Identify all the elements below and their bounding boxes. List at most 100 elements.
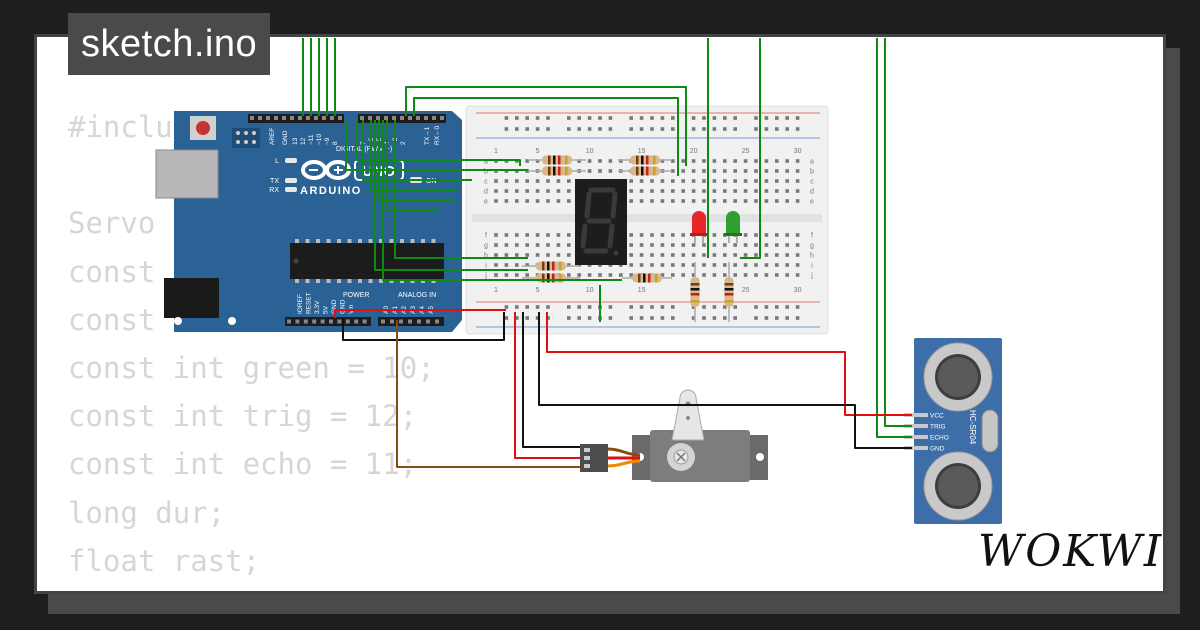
header-pin-holes — [250, 116, 444, 324]
row-label: a — [484, 159, 488, 166]
code-line: float rast; — [68, 543, 261, 578]
pin-label: 8 — [332, 141, 339, 145]
pin-label: GND — [282, 130, 289, 145]
code-line: Servo — [68, 206, 156, 241]
microcontroller-chip — [290, 243, 444, 279]
row-label: d — [810, 189, 814, 196]
black-wires — [342, 312, 912, 449]
onboard-led — [285, 187, 297, 192]
led-green — [724, 211, 742, 243]
row-label: i — [485, 263, 487, 270]
row-label: c — [810, 179, 814, 186]
code-line: const — [68, 302, 156, 337]
sensor-pin-label: ECHO — [930, 435, 949, 442]
onboard-led — [285, 158, 297, 163]
row-label: f — [811, 233, 813, 240]
power-pin-label: 5V — [323, 305, 330, 314]
code-line: const — [68, 254, 156, 289]
row-label: g — [810, 243, 814, 250]
sensor-pin — [904, 435, 928, 439]
onboard-leds: L TX RX — [269, 158, 297, 194]
code-line: const int green = 10; — [68, 350, 435, 385]
row-label: i — [811, 263, 813, 270]
led-label: TX — [270, 178, 279, 185]
wokwi-brand-logo: WOKWI — [978, 526, 1164, 577]
onboard-led — [285, 178, 297, 183]
pin-label: 2 — [400, 141, 407, 145]
sensor-pin — [904, 446, 928, 450]
power-pin-label: GND — [340, 299, 347, 314]
power-pin-label: IOREF — [297, 294, 304, 314]
row-label: f — [485, 233, 487, 240]
row-label: b — [810, 169, 814, 176]
sensor-pin-label: TRIG — [930, 424, 946, 431]
sensor-pin — [904, 413, 928, 417]
row-label: h — [810, 253, 814, 260]
row-label: e — [810, 199, 814, 206]
pin-label: TX→1 — [424, 126, 431, 145]
column-label: 5 — [536, 287, 540, 294]
column-label: 20 — [690, 148, 698, 155]
led-red — [690, 211, 708, 243]
row-label: j — [810, 273, 813, 280]
resistor — [522, 261, 580, 271]
seven-segment-display — [575, 179, 627, 265]
pin-label: ~10 — [316, 134, 323, 145]
code-line: const int echo = 11; — [68, 447, 418, 482]
row-label: a — [810, 159, 814, 166]
pin-label: ~11 — [308, 134, 315, 145]
code-line: const int trig = 12; — [68, 399, 418, 434]
row-label: b — [484, 169, 488, 176]
pin-label: RX←0 — [434, 125, 441, 145]
row-label: d — [484, 189, 488, 196]
wires — [302, 38, 912, 468]
on-label: ON — [426, 178, 437, 185]
sketch-title: sketch.ino — [68, 13, 271, 75]
sensor-pin — [904, 424, 928, 428]
analog-label: ANALOG IN — [398, 292, 436, 299]
sensor-pin-label: GND — [930, 446, 945, 453]
resistor — [618, 166, 672, 176]
row-label: c — [484, 179, 488, 186]
pin-label: AREF — [269, 128, 276, 145]
resistor — [528, 155, 586, 165]
led-label: RX — [269, 187, 279, 194]
led-label: L — [275, 158, 279, 165]
brown-wires — [396, 320, 580, 468]
code-line: #inclu — [68, 110, 173, 144]
column-label: 5 — [536, 148, 540, 155]
column-label: 1 — [494, 148, 498, 155]
column-label: 30 — [794, 148, 802, 155]
code-line: long dur; — [68, 495, 226, 530]
power-pin-label: 3.3V — [314, 300, 321, 314]
digital-label: DIGITAL (PWM ~) — [336, 146, 392, 153]
column-label: 15 — [638, 148, 646, 155]
column-label: 10 — [586, 287, 594, 294]
column-label: 25 — [742, 148, 750, 155]
resistor — [618, 155, 672, 165]
column-label: 1 — [494, 287, 498, 294]
pin-label: ~9 — [324, 137, 331, 145]
power-jack — [164, 278, 219, 318]
resistor — [622, 273, 672, 283]
pin-label: 13 — [292, 137, 299, 145]
digital-header-left — [248, 114, 344, 123]
column-label: 15 — [638, 287, 646, 294]
row-label: g — [484, 243, 488, 250]
sensor-name: HC-SR04 — [968, 410, 977, 445]
green-wires — [302, 38, 912, 438]
power-pin-label: RESET — [306, 292, 313, 314]
power-label: POWER — [343, 292, 369, 299]
power-pin-label: GND — [331, 299, 338, 314]
resistor — [528, 166, 586, 176]
resistor — [690, 262, 700, 322]
arduino-logo-text: ARDUINO — [300, 185, 362, 197]
